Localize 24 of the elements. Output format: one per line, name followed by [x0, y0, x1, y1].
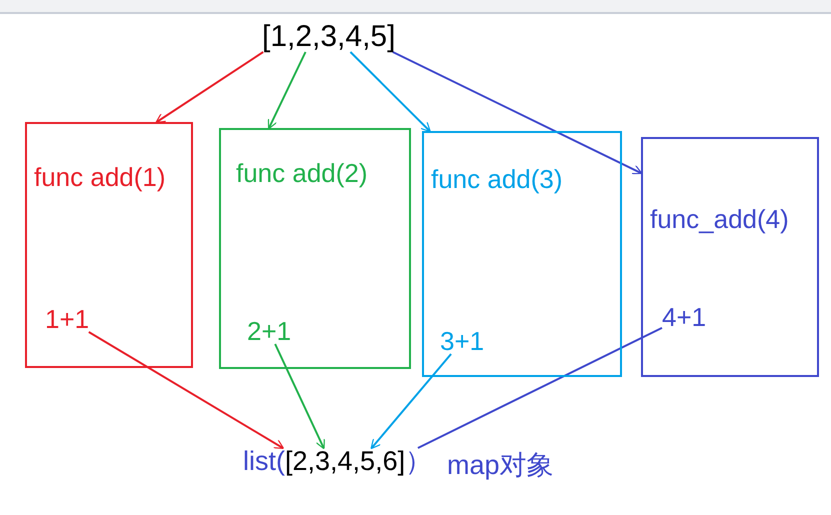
- arrow: [392, 51, 642, 174]
- function-label: func add(2): [236, 160, 368, 186]
- arrow: [350, 51, 431, 132]
- input-list-text: [1,2,3,4,5]: [262, 22, 396, 52]
- expression-text: 4+1: [662, 304, 706, 330]
- function-box: [219, 128, 411, 369]
- note-text: map对象: [447, 452, 554, 479]
- function-call-text: list(: [243, 448, 285, 475]
- expression-text: 2+1: [247, 318, 292, 344]
- function-label: func add(1): [34, 164, 166, 190]
- function-label: func_add(4): [650, 206, 789, 232]
- arrow: [155, 51, 264, 124]
- function-label: func add(3): [431, 166, 563, 192]
- expression-text: 3+1: [440, 328, 484, 354]
- expression-text: 1+1: [45, 306, 90, 332]
- function-call-text: ）: [405, 448, 432, 475]
- list-values-text: [2,3,4,5,6]: [285, 448, 406, 475]
- function-box: [25, 122, 193, 368]
- function-box: [641, 137, 819, 377]
- function-box: [422, 131, 622, 377]
- arrow: [88, 331, 284, 450]
- arrow: [370, 353, 452, 450]
- arrow: [274, 344, 325, 450]
- arrow: [268, 52, 306, 130]
